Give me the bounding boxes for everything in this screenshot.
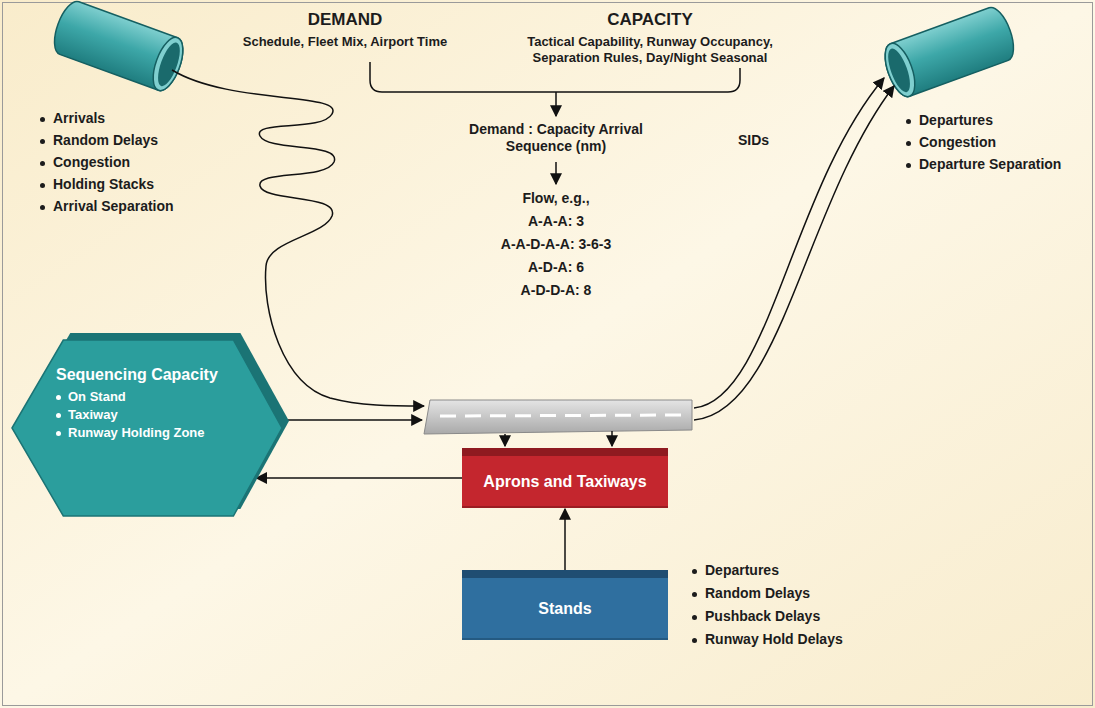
bullet-item: Arrivals bbox=[40, 110, 105, 127]
bullet-text: On Stand bbox=[68, 389, 126, 404]
exit-arrow bbox=[504, 434, 506, 446]
bullet-dot bbox=[692, 638, 697, 643]
bullet-dot bbox=[906, 163, 911, 168]
connector-arrow bbox=[256, 477, 462, 479]
node-title: Sequencing Capacity bbox=[56, 366, 262, 384]
hexagon-face bbox=[12, 340, 282, 516]
bracket bbox=[370, 62, 740, 92]
bullet-dot bbox=[56, 395, 61, 400]
bullet-text: Random Delays bbox=[705, 585, 810, 601]
bullet-dot bbox=[56, 413, 61, 418]
bullet-text: Pushback Delays bbox=[705, 608, 820, 624]
node-bullet: Taxiway bbox=[56, 406, 262, 424]
departure-route bbox=[694, 78, 884, 408]
bullet-text: Holding Stacks bbox=[53, 176, 154, 192]
departure-tube bbox=[879, 4, 1019, 101]
exit-arrow bbox=[611, 431, 613, 446]
frame bbox=[3, 3, 1093, 706]
bullet-text: Departure Separation bbox=[919, 156, 1061, 172]
bullet-item: Congestion bbox=[40, 154, 130, 171]
connector-arrow bbox=[564, 509, 566, 570]
subheading: Tactical Capability, Runway Occupancy, S… bbox=[500, 34, 800, 65]
bullet-dot bbox=[40, 117, 45, 122]
node-bullet: On Stand bbox=[56, 388, 262, 406]
bullet-text: Departures bbox=[705, 562, 779, 578]
bullet-item: Departures bbox=[906, 112, 993, 129]
flow-arrow bbox=[555, 92, 557, 116]
flow-value: A-A-D-A-A: 3-6-3 bbox=[456, 236, 656, 253]
bullet-text: Congestion bbox=[919, 134, 996, 150]
heading: CAPACITY bbox=[550, 10, 750, 30]
bullet-item: Random Delays bbox=[40, 132, 158, 149]
bullet-text: Runway Hold Delays bbox=[705, 631, 843, 647]
bullet-text: Arrival Separation bbox=[53, 198, 174, 214]
flow-value: A-D-A: 6 bbox=[456, 259, 656, 276]
departure-route bbox=[694, 86, 894, 420]
bullet-text: Departures bbox=[919, 112, 993, 128]
stands-box: Stands bbox=[462, 570, 668, 640]
bullet-dot bbox=[40, 205, 45, 210]
bullet-text: Runway Holding Zone bbox=[68, 425, 205, 440]
bullet-text: Congestion bbox=[53, 154, 130, 170]
flow-value: A-D-D-A: 8 bbox=[456, 282, 656, 299]
bullet-item: Departure Separation bbox=[906, 156, 1061, 173]
bullet-dot bbox=[692, 569, 697, 574]
bullet-dot bbox=[692, 592, 697, 597]
bullet-dot bbox=[906, 141, 911, 146]
bullet-item: Runway Hold Delays bbox=[692, 631, 843, 648]
node-title: Stands bbox=[538, 600, 591, 618]
node-title: Aprons and Taxiways bbox=[483, 473, 646, 491]
bullet-dot bbox=[692, 615, 697, 620]
bullet-text: Arrivals bbox=[53, 110, 105, 126]
sequencing-hexagon: Sequencing Capacity On StandTaxiwayRunway… bbox=[12, 340, 282, 516]
flow-arrow bbox=[555, 162, 557, 184]
bullet-dot bbox=[40, 183, 45, 188]
subheading: Schedule, Fleet Mix, Airport Time bbox=[195, 34, 495, 50]
bullet-text: Random Delays bbox=[53, 132, 158, 148]
bullet-dot bbox=[906, 119, 911, 124]
bullet-item: Congestion bbox=[906, 134, 996, 151]
runway bbox=[424, 400, 692, 434]
heading: DEMAND bbox=[245, 10, 445, 30]
arrival-tube bbox=[48, 0, 188, 94]
node-bullet: Runway Holding Zone bbox=[56, 424, 262, 442]
flow-note: Flow, e.g., bbox=[456, 190, 656, 207]
bullet-dot bbox=[40, 139, 45, 144]
bullet-item: Departures bbox=[692, 562, 779, 579]
bullet-item: Holding Stacks bbox=[40, 176, 154, 193]
flow-value: A-A-A: 3 bbox=[456, 213, 656, 230]
bullet-item: Random Delays bbox=[692, 585, 810, 602]
bullet-item: Arrival Separation bbox=[40, 198, 174, 215]
apron-box: Aprons and Taxiways bbox=[462, 448, 668, 508]
bullet-text: Taxiway bbox=[68, 407, 118, 422]
bullet-dot bbox=[40, 161, 45, 166]
route-label: SIDs bbox=[738, 132, 769, 149]
flow-note: Demand : Capacity Arrival Sequence (nm) bbox=[466, 121, 646, 155]
bullet-item: Pushback Delays bbox=[692, 608, 820, 625]
bullet-dot bbox=[56, 431, 61, 436]
